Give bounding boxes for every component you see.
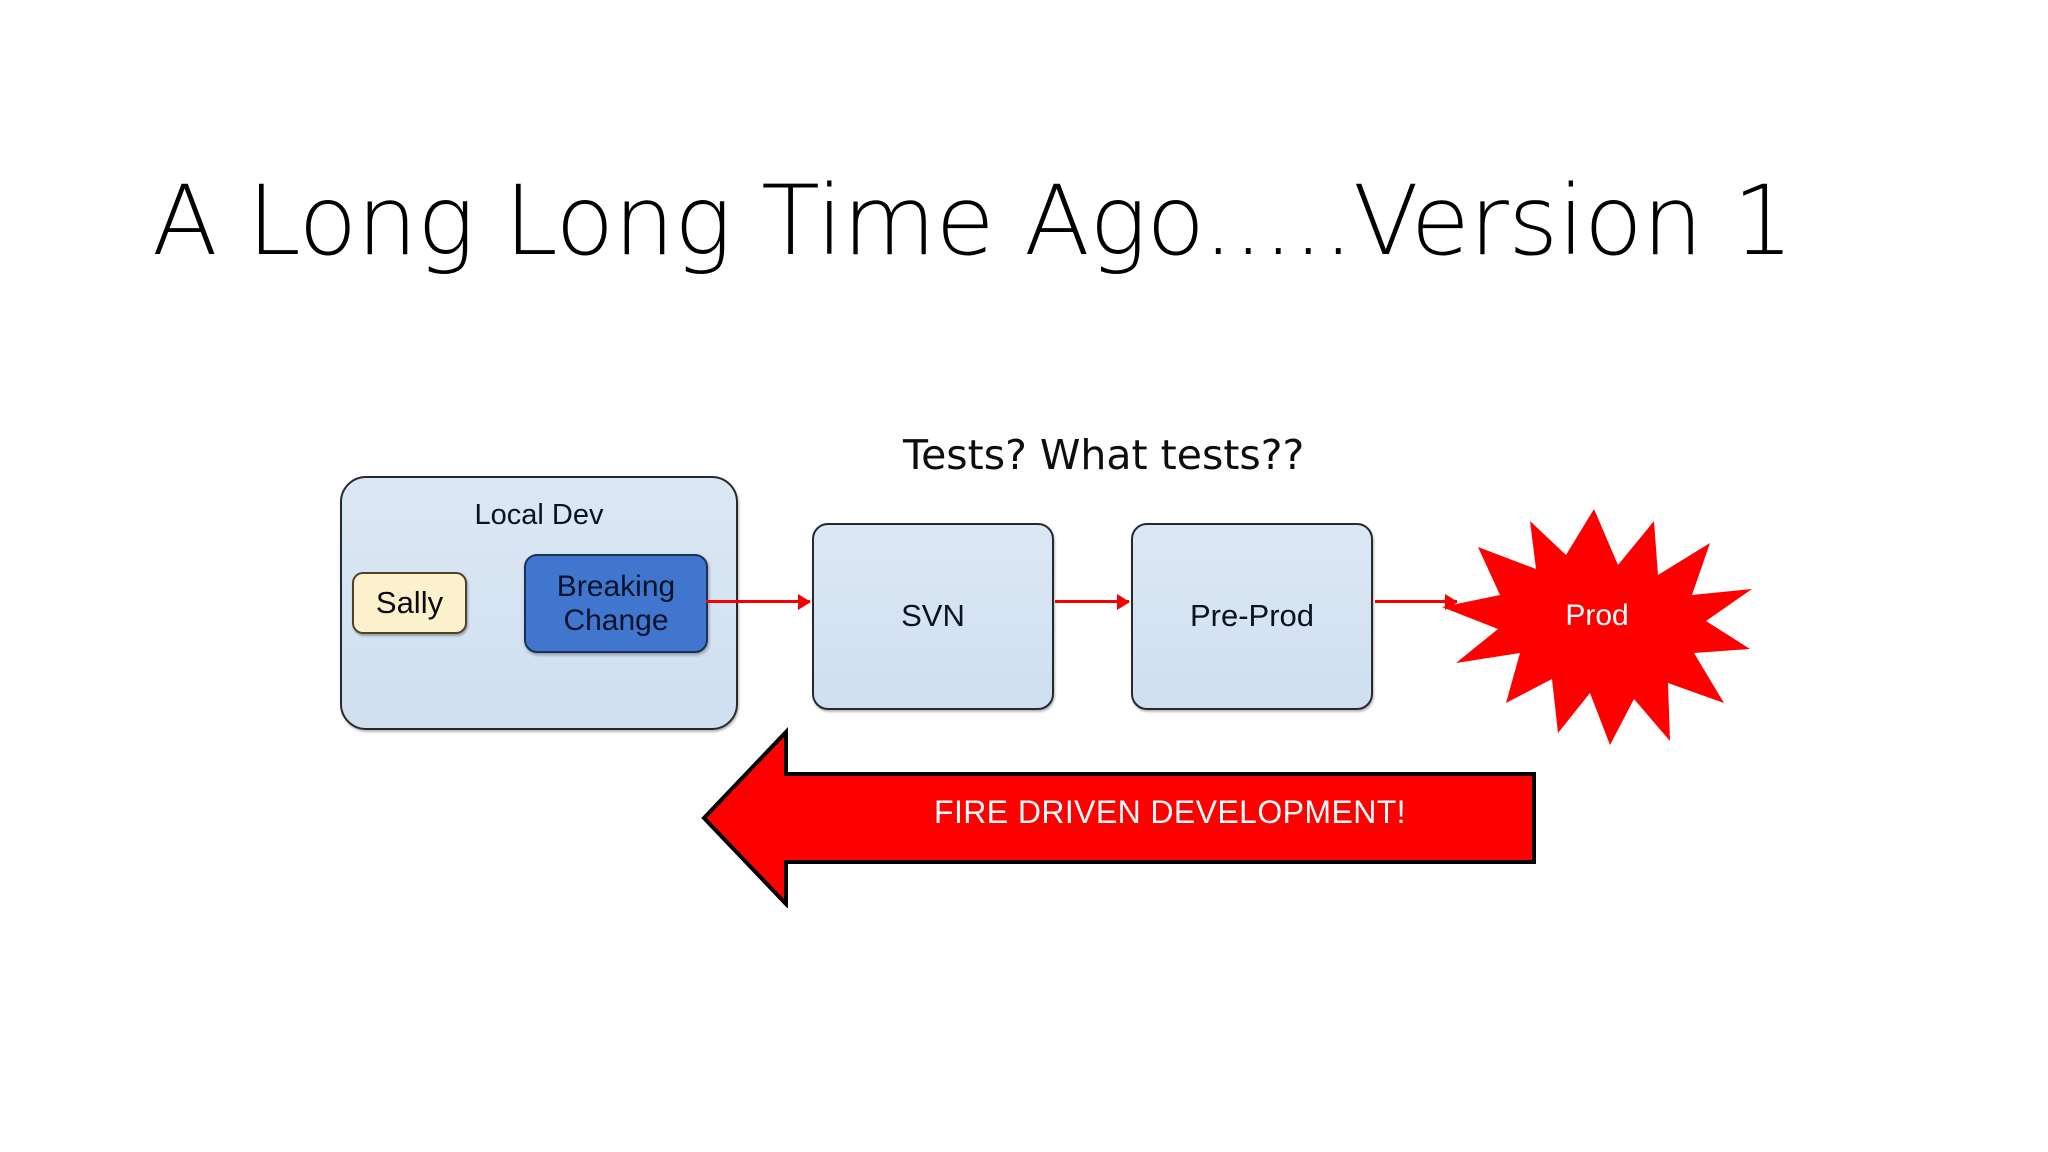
tests-caption: Tests? What tests?? xyxy=(903,431,1305,479)
node-sally-label: Sally xyxy=(375,585,444,620)
feedback-arrow-fire-driven-development[interactable]: FIRE DRIVEN DEVELOPMENT! xyxy=(700,726,1538,908)
node-svn[interactable]: SVN xyxy=(812,523,1054,710)
node-breaking-change[interactable]: Breaking Change xyxy=(524,554,708,653)
arrow-right-icon-preprod-to-prod xyxy=(1375,600,1457,603)
node-breaking-change-label-line2: Change xyxy=(563,603,669,637)
node-pre-prod[interactable]: Pre-Prod xyxy=(1131,523,1373,710)
node-sally[interactable]: Sally xyxy=(352,572,467,634)
page-title: A Long Long Time Ago.....Version 1 xyxy=(152,165,1794,278)
explosion-icon xyxy=(1442,509,1752,745)
arrow-left-block-icon xyxy=(701,727,1536,908)
arrow-right-icon-breaking-to-svn xyxy=(706,600,810,603)
node-prod[interactable]: Prod xyxy=(1442,503,1752,745)
node-pre-prod-label: Pre-Prod xyxy=(1189,598,1315,633)
node-local-dev-label: Local Dev xyxy=(474,499,604,531)
arrow-right-icon-svn-to-preprod xyxy=(1055,600,1129,603)
node-svn-label: SVN xyxy=(901,598,965,633)
node-breaking-change-label-line1: Breaking xyxy=(556,569,676,603)
